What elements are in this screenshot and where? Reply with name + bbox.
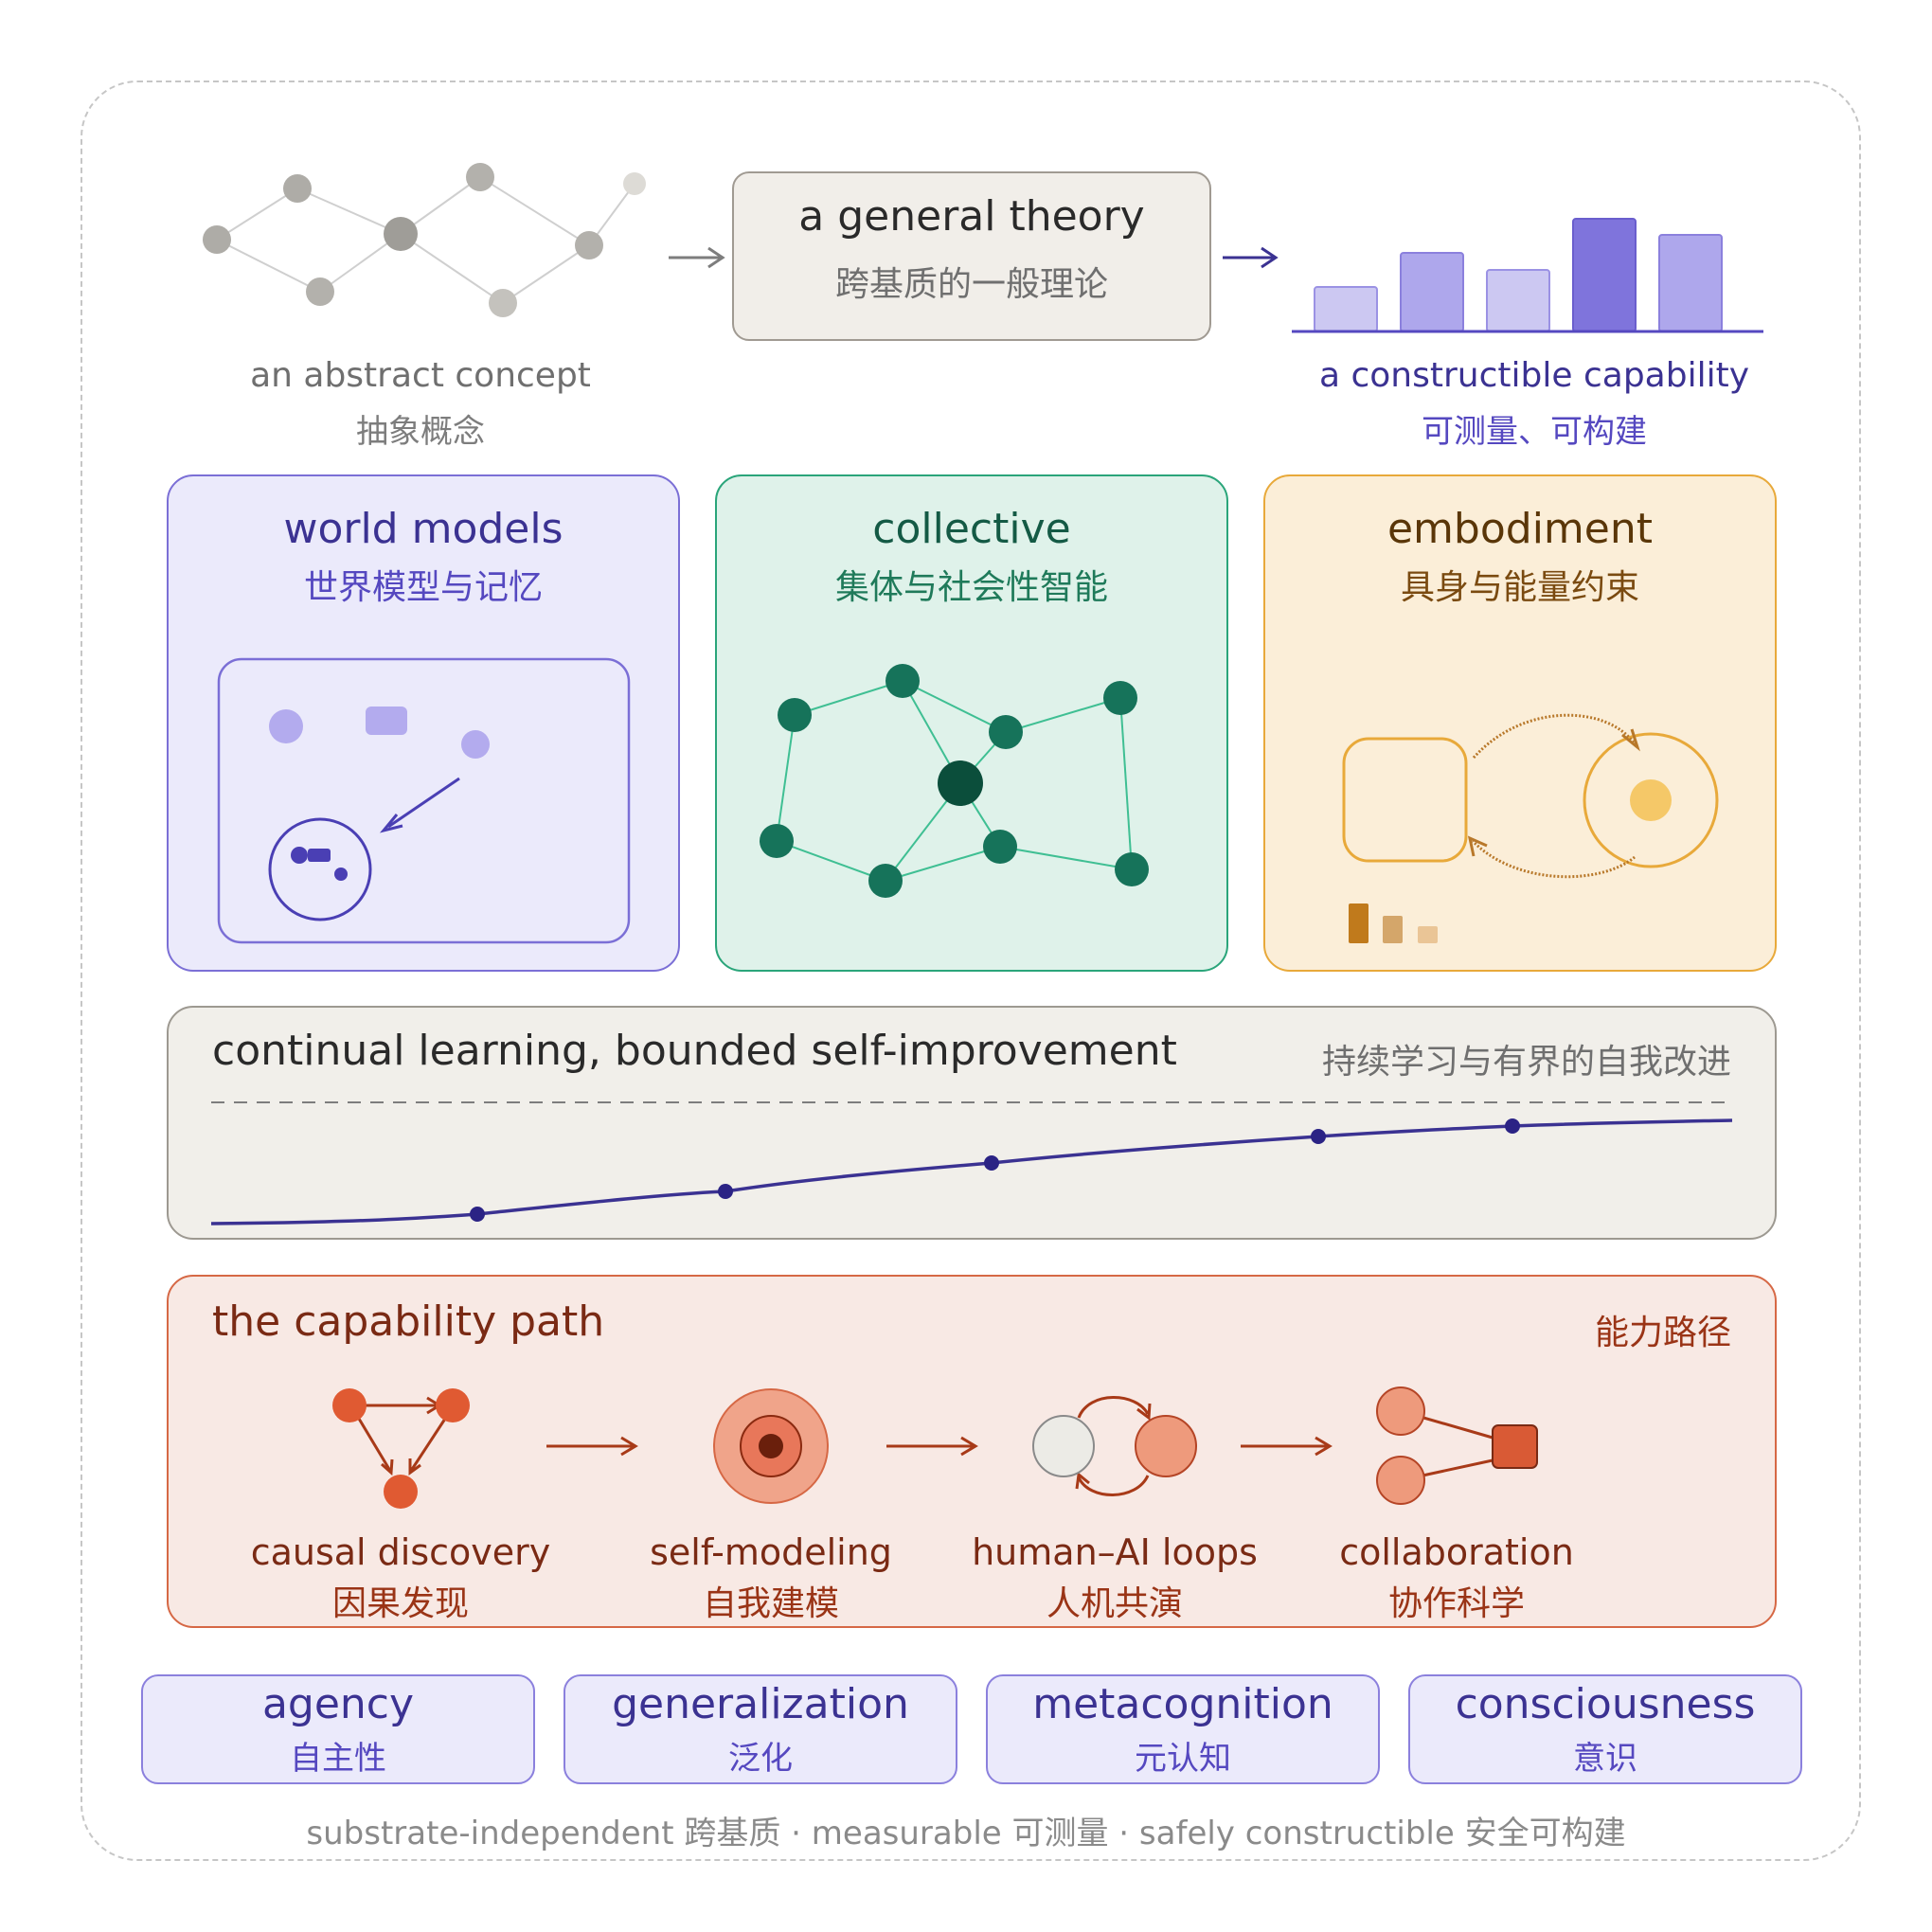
tag-metacognition: metacognition 元认知	[986, 1674, 1380, 1784]
step-1-label-zh: 因果发现	[331, 1584, 469, 1623]
concept-label-en: an abstract concept	[250, 356, 591, 395]
step-3-label-zh: 人机共演	[1046, 1584, 1183, 1623]
step-2-label-en: self-modeling	[650, 1531, 892, 1573]
continual-title: continual learning, bounded self-improve…	[212, 1027, 1177, 1075]
step-2-label-zh: 自我建模	[702, 1584, 839, 1623]
collective-title: collective	[872, 505, 1071, 553]
tag-consciousness: consciousness 意识	[1408, 1674, 1802, 1784]
world-models-panel: world models 世界模型与记忆	[167, 474, 680, 972]
theory-box: a general theory 跨基质的一般理论	[732, 171, 1211, 341]
concept-label-zh: 抽象概念	[356, 413, 485, 451]
embodiment-title: embodiment	[1386, 505, 1653, 553]
embodiment-subtitle: 具身与能量约束	[1400, 568, 1639, 607]
theory-label-en: a general theory	[798, 192, 1145, 241]
tag-consciousness-en: consciousness	[1455, 1680, 1756, 1728]
collective-panel: collective 集体与社会性智能	[715, 474, 1228, 972]
tag-agency-zh: 自主性	[290, 1740, 386, 1778]
step-4-label-zh: 协作科学	[1387, 1584, 1525, 1623]
step-3-label-en: human–AI loops	[972, 1531, 1258, 1573]
footer-caption: substrate-independent 跨基质 · measurable 可…	[306, 1815, 1626, 1852]
capability-label-en: a constructible capability	[1318, 356, 1750, 395]
tag-agency-en: agency	[261, 1680, 415, 1728]
collective-subtitle: 集体与社会性智能	[834, 568, 1108, 607]
path-subtitle: 能力路径	[1594, 1314, 1731, 1352]
path-title: the capability path	[212, 1297, 605, 1346]
tag-metacognition-en: metacognition	[1032, 1680, 1333, 1728]
tag-generalization-zh: 泛化	[728, 1740, 793, 1778]
outer-frame	[80, 80, 1861, 1861]
tag-metacognition-zh: 元认知	[1135, 1740, 1231, 1778]
tag-agency: agency 自主性	[141, 1674, 535, 1784]
tag-generalization-en: generalization	[612, 1680, 909, 1728]
tag-consciousness-zh: 意识	[1573, 1740, 1637, 1778]
world-models-title: world models	[283, 505, 564, 553]
step-1-label-en: causal discovery	[250, 1531, 551, 1573]
continual-learning-panel: continual learning, bounded self-improve…	[167, 1006, 1777, 1240]
step-4-label-en: collaboration	[1339, 1531, 1574, 1573]
world-models-subtitle: 世界模型与记忆	[303, 568, 543, 607]
tag-generalization: generalization 泛化	[564, 1674, 957, 1784]
capability-label-zh: 可测量、可构建	[1422, 413, 1647, 451]
embodiment-panel: embodiment 具身与能量约束	[1263, 474, 1777, 972]
continual-subtitle: 持续学习与有界的自我改进	[1321, 1043, 1731, 1082]
theory-label-zh: 跨基质的一般理论	[834, 265, 1108, 304]
